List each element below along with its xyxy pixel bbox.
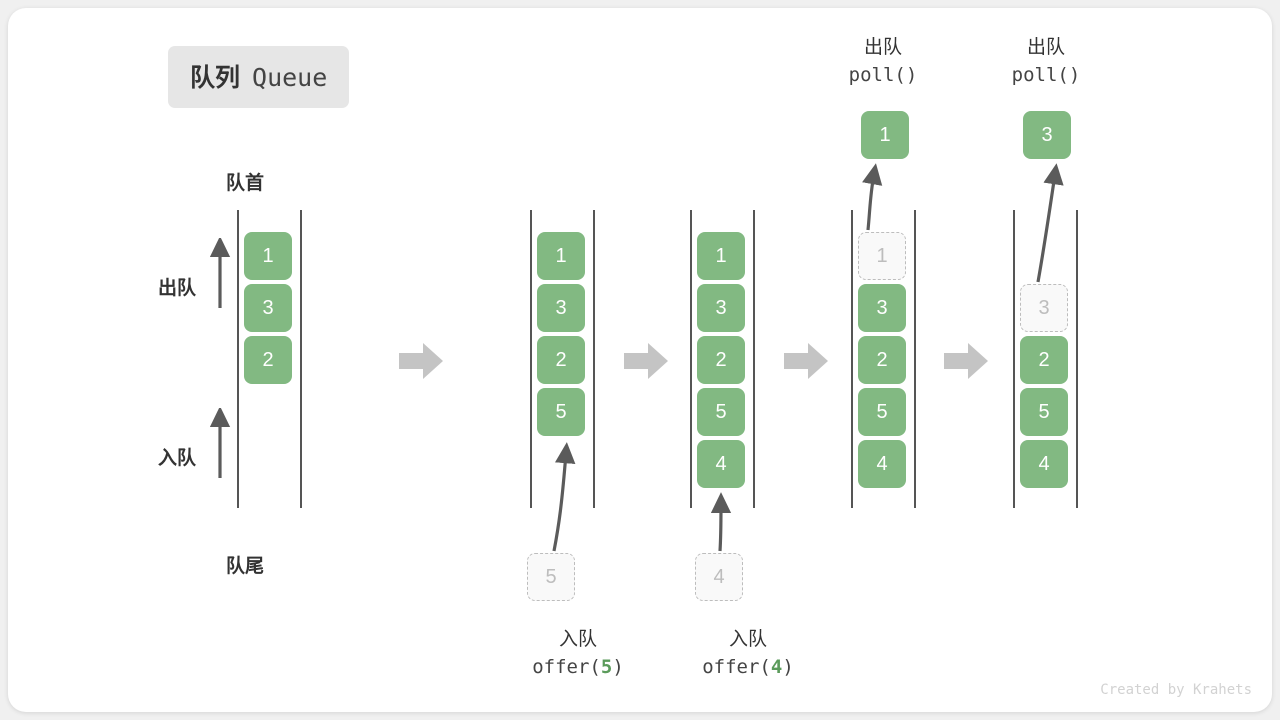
queue-rail-left bbox=[1013, 210, 1015, 508]
queue-cell: 5 bbox=[697, 388, 745, 436]
queue-cell: 4 bbox=[1020, 440, 1068, 488]
offer-4-arrow-icon bbox=[710, 492, 732, 552]
queue-cell: 4 bbox=[858, 440, 906, 488]
poll-1-caption-cn: 出队 bbox=[863, 37, 902, 58]
queue-rail-left bbox=[530, 210, 532, 508]
offer-5-caption-cn: 入队 bbox=[558, 629, 597, 650]
queue-cell: 5 bbox=[537, 388, 585, 436]
queue-cell: 3 bbox=[244, 284, 292, 332]
queue-cell: 2 bbox=[858, 336, 906, 384]
diagram-card: 队列 Queue 队首 队尾 出队 入队 bbox=[8, 8, 1272, 712]
offer-4-caption-cn: 入队 bbox=[728, 629, 767, 650]
offer-4-caption: 入队 offer(4) bbox=[638, 626, 858, 681]
queue-cell: 3 bbox=[537, 284, 585, 332]
poll-1-result-cell: 1 bbox=[861, 111, 909, 159]
queue-cell: 2 bbox=[1020, 336, 1068, 384]
enqueue-direction-arrow-icon bbox=[209, 408, 231, 478]
queue-cell: 2 bbox=[244, 336, 292, 384]
dequeue-direction-arrow-icon bbox=[209, 238, 231, 308]
offer-5-caption-code: offer(5) bbox=[532, 655, 624, 678]
poll-1-caption-code: poll() bbox=[848, 63, 918, 86]
queue-cell: 1 bbox=[697, 232, 745, 280]
queue-cell-ghost: 3 bbox=[1020, 284, 1068, 332]
queue-cell-ghost: 1 bbox=[858, 232, 906, 280]
queue-cell: 1 bbox=[537, 232, 585, 280]
step-arrow-icon bbox=[624, 343, 668, 379]
queue-rail-right bbox=[914, 210, 916, 508]
queue-cell: 2 bbox=[537, 336, 585, 384]
step-arrow-icon bbox=[399, 343, 443, 379]
queue-rail-right bbox=[593, 210, 595, 508]
offer-4-caption-code: offer(4) bbox=[702, 655, 794, 678]
poll-1-caption: 出队 poll() bbox=[783, 34, 983, 89]
poll-3-caption: 出队 poll() bbox=[946, 34, 1146, 89]
queue-cell: 5 bbox=[1020, 388, 1068, 436]
title-en: Queue bbox=[252, 63, 328, 92]
queue-cell: 3 bbox=[858, 284, 906, 332]
diagram-title-badge: 队列 Queue bbox=[168, 46, 350, 108]
dequeue-direction-label: 出队 bbox=[157, 278, 196, 299]
poll-3-result-cell: 3 bbox=[1023, 111, 1071, 159]
diagram-stage: 队列 Queue 队首 队尾 出队 入队 bbox=[8, 8, 1272, 712]
queue-rail-right bbox=[753, 210, 755, 508]
offer-5-caption: 入队 offer(5) bbox=[468, 626, 688, 681]
queue-cell: 5 bbox=[858, 388, 906, 436]
ghost-cell-offer-4: 4 bbox=[695, 553, 743, 601]
queue-cell: 3 bbox=[697, 284, 745, 332]
queue-rail-left bbox=[851, 210, 853, 508]
queue-head-label: 队首 bbox=[225, 173, 264, 194]
queue-rail-right bbox=[1076, 210, 1078, 508]
queue-rail-right bbox=[300, 210, 302, 508]
queue-cell: 2 bbox=[697, 336, 745, 384]
poll-3-caption-code: poll() bbox=[1011, 63, 1081, 86]
watermark-credit: Created by Krahets bbox=[1100, 682, 1252, 698]
queue-cell: 1 bbox=[244, 232, 292, 280]
queue-cell: 4 bbox=[697, 440, 745, 488]
enqueue-direction-label: 入队 bbox=[157, 448, 196, 469]
title-cn: 队列 bbox=[190, 64, 241, 92]
poll-1-arrow-icon bbox=[862, 163, 883, 231]
queue-rail-left bbox=[237, 210, 239, 508]
poll-3-caption-cn: 出队 bbox=[1026, 37, 1065, 58]
step-arrow-icon bbox=[784, 343, 828, 379]
step-arrow-icon bbox=[944, 343, 988, 379]
ghost-cell-offer-5: 5 bbox=[527, 553, 575, 601]
offer-5-arrow-icon bbox=[552, 442, 576, 552]
queue-tail-label: 队尾 bbox=[225, 556, 264, 577]
queue-rail-left bbox=[690, 210, 692, 508]
poll-3-arrow-icon bbox=[1036, 163, 1064, 283]
